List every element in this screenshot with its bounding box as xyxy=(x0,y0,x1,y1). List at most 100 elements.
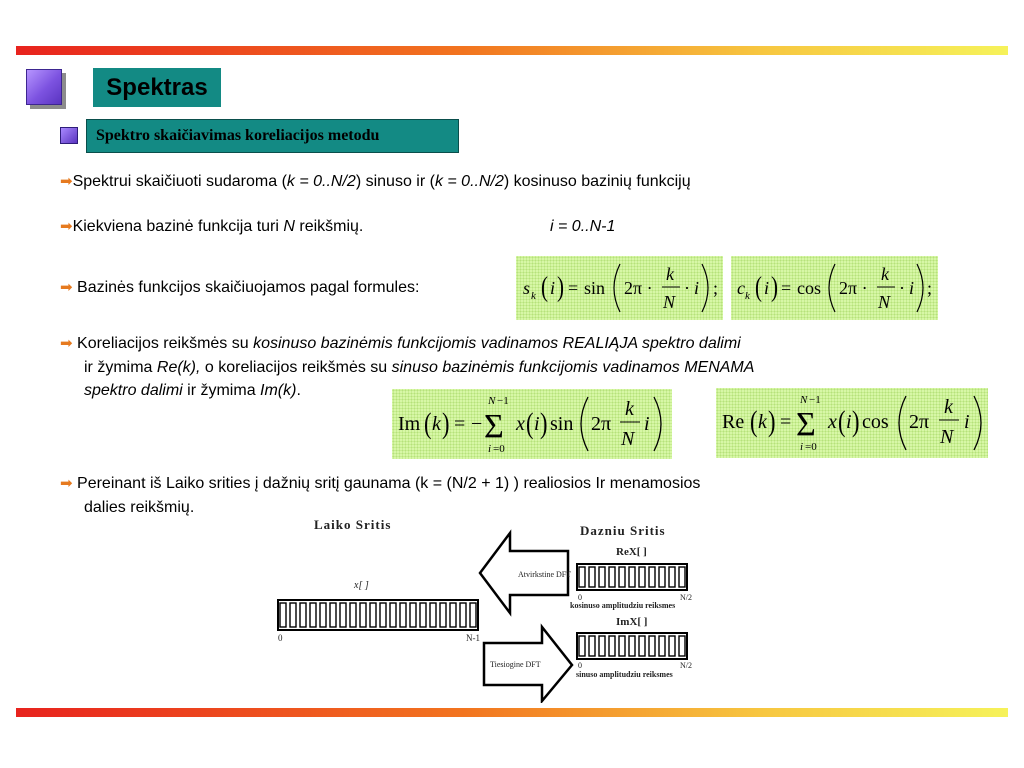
svg-text:N: N xyxy=(620,428,636,450)
array-cell xyxy=(678,635,686,657)
array-cell xyxy=(678,566,686,588)
svg-text:c: c xyxy=(737,278,745,298)
svg-text:k: k xyxy=(745,290,751,302)
array-cell xyxy=(618,635,626,657)
array-cell xyxy=(429,602,437,628)
time-array-start: 0 xyxy=(278,633,283,643)
array-cell xyxy=(588,566,596,588)
svg-text:k: k xyxy=(758,411,768,433)
array-frame xyxy=(277,599,479,631)
svg-text:=: = xyxy=(568,278,578,298)
array-cell xyxy=(578,635,586,657)
svg-text:k: k xyxy=(944,396,954,418)
array-cell xyxy=(628,566,636,588)
array-cell xyxy=(419,602,427,628)
svg-text:i: i xyxy=(846,411,852,433)
array-cell xyxy=(618,566,626,588)
array-cell xyxy=(469,602,477,628)
re-array-caption: kosinuso amplitudziu reiksmes xyxy=(570,601,675,610)
svg-text:Re: Re xyxy=(722,411,744,433)
svg-text:Σ: Σ xyxy=(796,406,816,443)
time-array-label: x[ ] xyxy=(353,580,369,591)
time-array-end: N-1 xyxy=(466,633,480,643)
svg-text:N: N xyxy=(939,426,955,448)
array-cell xyxy=(658,566,666,588)
svg-text:N: N xyxy=(877,292,891,312)
bullet-arrow-icon: ➡ xyxy=(60,475,73,492)
svg-text:=: = xyxy=(454,413,465,435)
subtitle-bullet-square-icon xyxy=(60,127,78,144)
im-array-caption: sinuso amplitudziu reiksmes xyxy=(576,670,673,679)
svg-text:−1: −1 xyxy=(497,395,509,407)
svg-text:(: ( xyxy=(838,404,845,438)
svg-text:i: i xyxy=(909,278,914,298)
svg-text:): ) xyxy=(771,272,778,303)
array-cell xyxy=(668,566,676,588)
svg-text:k: k xyxy=(881,264,890,284)
array-cell xyxy=(608,635,616,657)
svg-text:(: ( xyxy=(526,406,533,440)
bullet-correlation-definition: ➡ Koreliacijos reikšmės su kosinuso bazi… xyxy=(60,335,741,352)
inverse-dft-arrow-icon xyxy=(478,529,570,617)
formula-real-part: Re ( k ) = N −1 Σ i =0 x ( i ) cos 2π k … xyxy=(716,388,988,458)
array-cell xyxy=(638,566,646,588)
svg-text:): ) xyxy=(540,406,547,440)
svg-text:(: ( xyxy=(750,404,757,438)
im-array-end: N/2 xyxy=(680,661,692,670)
dft-domain-diagram: Laiko Sritis Dazniu Sritis x[ ] 0 N-1 Re… xyxy=(277,517,692,703)
svg-text:k: k xyxy=(666,264,675,284)
svg-text:): ) xyxy=(768,404,775,438)
array-cell xyxy=(399,602,407,628)
bullet-domain-transition: ➡ Pereinant iš Laiko srities į dažnių sr… xyxy=(60,475,701,492)
svg-text:−: − xyxy=(471,413,482,435)
re-array xyxy=(576,563,688,591)
re-array-label: ReX[ ] xyxy=(616,546,647,558)
forward-dft-arrow-icon xyxy=(482,623,574,703)
formula-sin-basis: s k ( i ) = sin 2π · k N · i ; xyxy=(516,256,723,320)
svg-text:x: x xyxy=(827,411,837,433)
svg-text:·: · xyxy=(684,278,690,298)
svg-text:=0: =0 xyxy=(493,443,505,455)
array-cell xyxy=(439,602,447,628)
bullet-basis-count: ➡Spektrui skaičiuoti sudaroma (k = 0..N/… xyxy=(60,173,691,190)
svg-text:;: ; xyxy=(927,278,932,298)
title-bullet-square-icon xyxy=(26,69,62,105)
svg-text:i: i xyxy=(488,443,491,455)
svg-text:2π: 2π xyxy=(909,411,929,433)
svg-text:(: ( xyxy=(541,272,548,303)
svg-text:Σ: Σ xyxy=(484,408,504,445)
index-range: i = 0..N-1 xyxy=(550,218,616,235)
array-cell xyxy=(379,602,387,628)
bullet-arrow-icon: ➡ xyxy=(60,218,73,235)
svg-text:N: N xyxy=(799,394,808,406)
svg-text:i: i xyxy=(764,278,769,298)
array-cell xyxy=(598,635,606,657)
svg-text:2π ·: 2π · xyxy=(624,278,653,298)
array-cell xyxy=(459,602,467,628)
svg-text:): ) xyxy=(852,404,859,438)
svg-text:sin: sin xyxy=(584,278,605,298)
array-cell xyxy=(648,566,656,588)
bullet-correlation-line3: spektro dalimi ir žymima Im(k). xyxy=(84,382,301,399)
formula-cos-basis: c k ( i ) = cos 2π · k N · i ; xyxy=(731,256,938,320)
array-cell xyxy=(369,602,377,628)
svg-text:cos: cos xyxy=(862,411,889,433)
array-cell xyxy=(588,635,596,657)
svg-text:i: i xyxy=(550,278,555,298)
array-cell xyxy=(279,602,287,628)
bullet-arrow-icon: ➡ xyxy=(60,335,73,352)
array-cell xyxy=(309,602,317,628)
svg-text:i: i xyxy=(800,441,803,453)
svg-text:=0: =0 xyxy=(805,441,817,453)
array-cell xyxy=(359,602,367,628)
inverse-dft-label: Atvirkstine DFT xyxy=(518,570,571,579)
svg-text:cos: cos xyxy=(797,278,821,298)
svg-text:i: i xyxy=(964,411,970,433)
bullet-domain-transition-line2: dalies reikšmių. xyxy=(84,499,195,516)
svg-text:s: s xyxy=(523,278,530,298)
svg-text:k: k xyxy=(625,398,635,420)
array-cell xyxy=(628,635,636,657)
array-cell xyxy=(598,566,606,588)
svg-text:): ) xyxy=(557,272,564,303)
array-cell xyxy=(389,602,397,628)
